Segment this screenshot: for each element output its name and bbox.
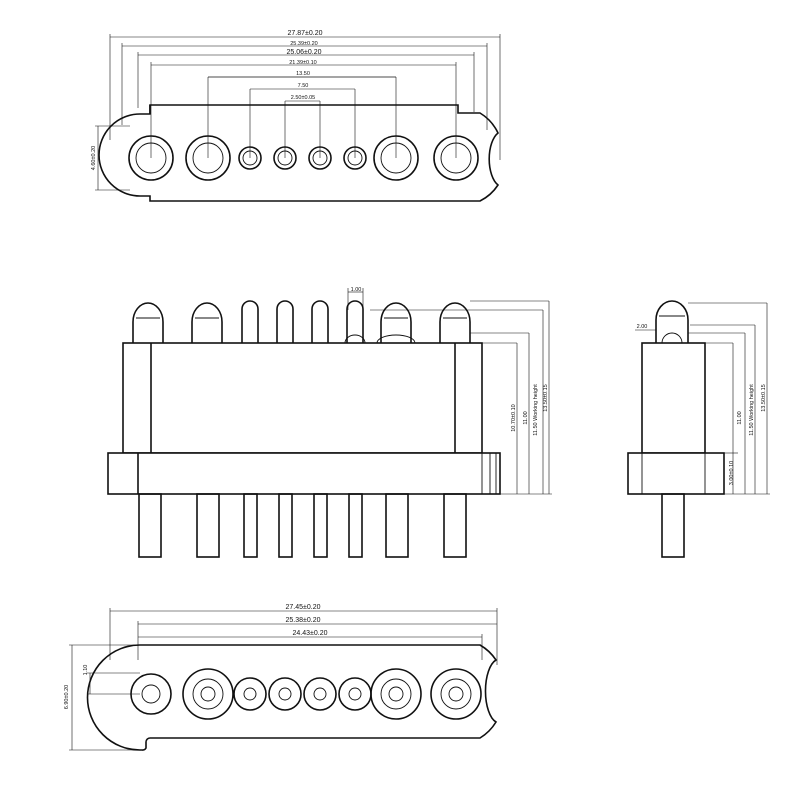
- bottom-dim-1: 25.38±0.20: [286, 617, 321, 624]
- bottom-dim-overall: 27.45±0.20: [286, 604, 321, 611]
- bottom-pin-6: [338, 677, 372, 711]
- front-plungers: [132, 300, 471, 344]
- front-dim-h1: 10.70±0.10: [511, 404, 517, 432]
- front-flange: [107, 452, 501, 495]
- side-dim-base: 3.00±0.10: [729, 461, 735, 485]
- side-tail: [661, 493, 685, 558]
- side-dim-h3: 11.50 Working height: [749, 384, 755, 436]
- side-dim-tip: 2.00: [637, 324, 648, 330]
- front-dimensions: [347, 288, 552, 495]
- front-body: [122, 342, 483, 454]
- top-dim-5: 7.50: [298, 83, 309, 89]
- top-dimensions: [95, 34, 501, 191]
- side-view: 2.00 3.00±0.10 11.00 11.50 Working heigh…: [627, 300, 770, 558]
- bottom-dim-small: 1.10: [83, 665, 89, 676]
- top-dim-3: 21.39±0.10: [289, 60, 317, 66]
- side-plunger: [655, 300, 689, 343]
- bottom-dim-height: 6.90±0.20: [64, 685, 70, 709]
- bottom-view: 27.45±0.20 25.38±0.20 24.43±0.20 6.90±0.…: [64, 604, 498, 751]
- bottom-pin-3: [233, 677, 267, 711]
- side-dim-h2: 11.00: [737, 411, 743, 424]
- front-dim-h4: 13.50±0.15: [543, 384, 549, 412]
- front-view: 1.00 10.70±0.10 11.00 11.50 Working heig…: [107, 287, 552, 558]
- side-dimensions: [635, 302, 770, 495]
- top-dim-2: 25.06±0.20: [287, 49, 322, 56]
- side-body: [641, 342, 706, 454]
- top-dim-overall: 27.87±0.20: [288, 30, 323, 37]
- top-dim-6: 2.50±0.05: [291, 95, 315, 101]
- front-dim-h2: 11.00: [523, 411, 529, 424]
- bottom-pin-5: [303, 677, 337, 711]
- front-tails: [138, 493, 467, 558]
- side-dim-h4: 13.50±0.15: [761, 384, 767, 412]
- top-dim-4: 13.50: [296, 71, 310, 77]
- bottom-pin-4: [268, 677, 302, 711]
- bottom-pin-2: [182, 668, 234, 720]
- top-view: 27.87±0.20 25.39±0.20 25.06±0.20 21.39±0…: [91, 30, 501, 202]
- front-dim-h3: 11.50 Working height: [533, 384, 539, 436]
- bottom-pin-7: [370, 668, 422, 720]
- bottom-dim-2: 24.43±0.20: [293, 630, 328, 637]
- top-dim-1: 25.39±0.20: [290, 41, 318, 47]
- bottom-dimensions: [69, 608, 498, 751]
- top-dim-height: 4.60±0.20: [91, 146, 97, 170]
- bottom-pin-8: [430, 668, 482, 720]
- front-dim-tip: 1.00: [351, 287, 362, 293]
- side-flange: [627, 452, 725, 495]
